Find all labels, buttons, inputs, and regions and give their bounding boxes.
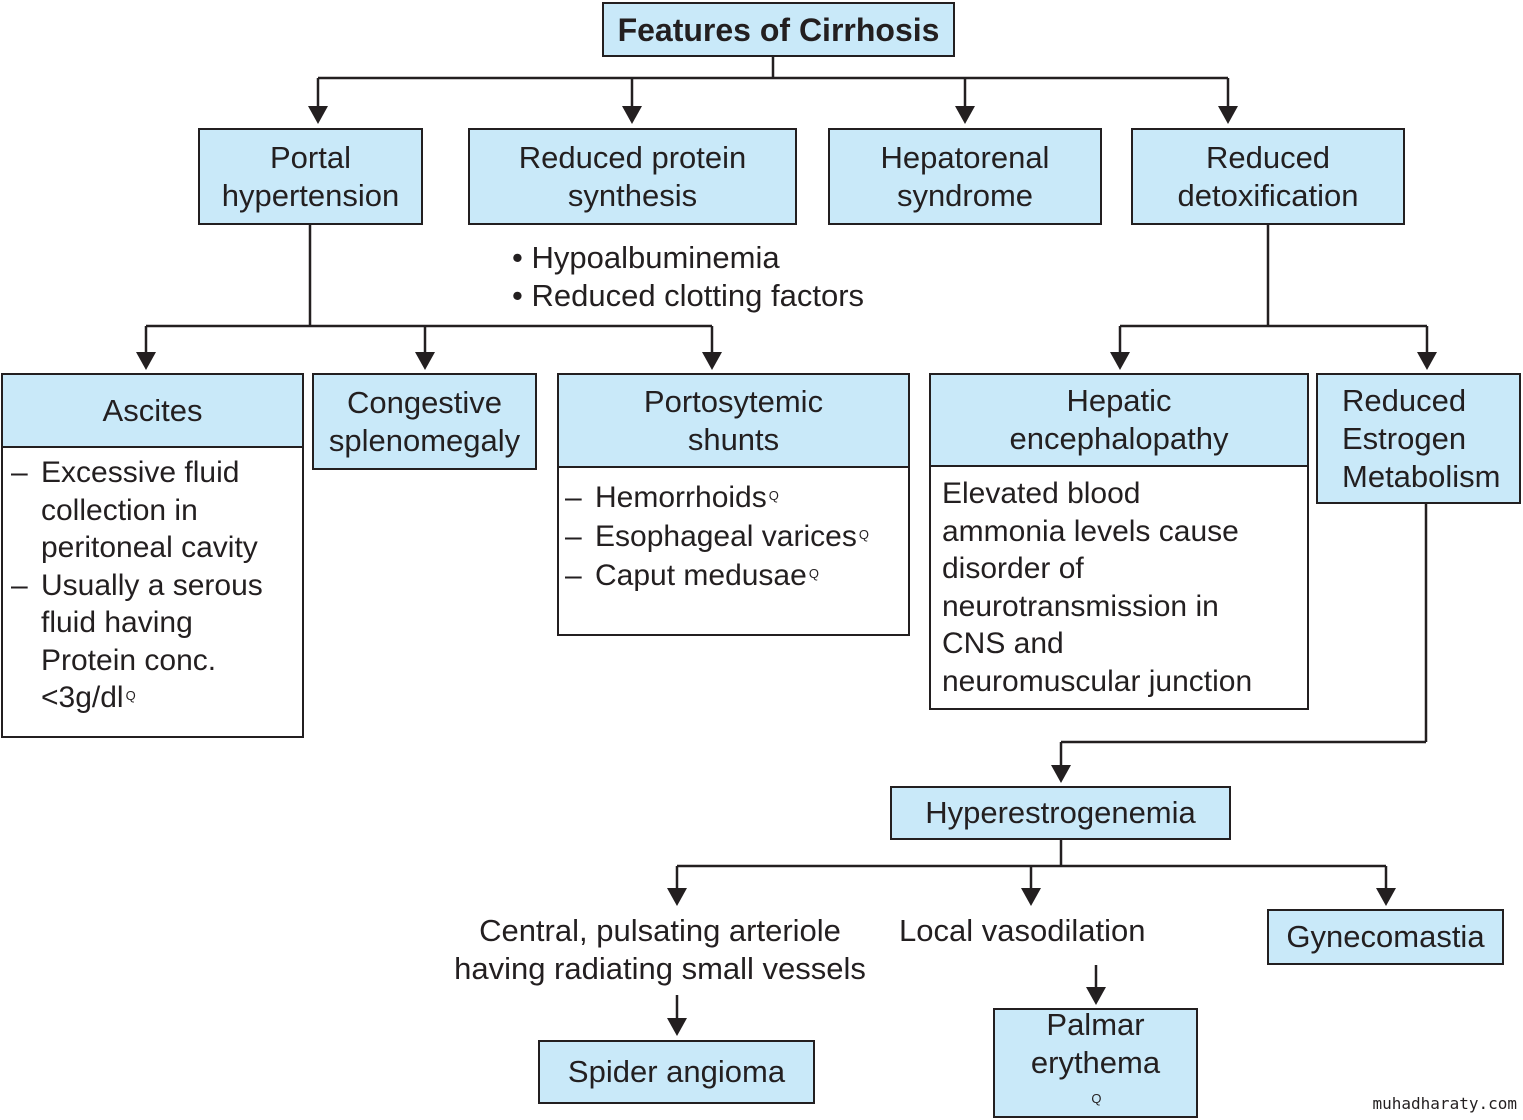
node-gynecomastia: Gynecomastia bbox=[1267, 909, 1504, 965]
dash-marker: – bbox=[11, 456, 28, 489]
item-line: peritoneal cavity bbox=[41, 531, 258, 564]
node-reduced-protein-synthesis: Reduced protein synthesis bbox=[468, 128, 797, 225]
bullet-item: • Reduced clotting factors bbox=[512, 278, 865, 313]
body-line: ammonia levels cause bbox=[942, 514, 1239, 548]
encephalopathy-header: Hepatic encephalopathy bbox=[931, 375, 1307, 467]
node-ascites: Ascites – Excessive fluid collection in … bbox=[1, 373, 304, 738]
text-line: Central, pulsating arteriole bbox=[479, 913, 841, 948]
node-label-line: detoxification bbox=[1177, 177, 1359, 213]
node-label-line: synthesis bbox=[567, 177, 698, 213]
node-label-text: erythema bbox=[1030, 1045, 1161, 1080]
body-line: Elevated blood bbox=[942, 477, 1141, 510]
body-line: disorder of bbox=[942, 552, 1084, 585]
node-label-line: Portal bbox=[270, 139, 351, 175]
node-label-line: Reduced protein bbox=[518, 139, 747, 175]
title-node: Features of Cirrhosis bbox=[602, 2, 955, 57]
node-portal-hypertension: Portal hypertension bbox=[198, 128, 423, 225]
node-label-line: Reduced bbox=[1342, 382, 1467, 418]
node-label-line: Metabolism bbox=[1342, 458, 1501, 494]
node-label-line: Estrogen bbox=[1342, 420, 1467, 456]
body-line: neurotransmission in bbox=[942, 589, 1219, 623]
portosystemic-header: Portosytemic shunts bbox=[559, 375, 908, 468]
dash-marker: – bbox=[565, 481, 582, 514]
item-text: Caput medusae bbox=[595, 559, 807, 592]
watermark: muhadharaty.com bbox=[1372, 1094, 1518, 1113]
node-label-line: Hepatorenal bbox=[880, 139, 1050, 175]
body-line: neuromuscular junction bbox=[942, 664, 1253, 698]
node-label: Hyperestrogenemia bbox=[925, 795, 1196, 830]
list-item: – Usually a serous fluid having Protein … bbox=[11, 567, 296, 717]
dash-marker: – bbox=[565, 559, 582, 592]
node-hepatorenal-syndrome: Hepatorenal syndrome bbox=[828, 128, 1102, 225]
node-label: Gynecomastia bbox=[1286, 919, 1485, 954]
node-label-line: Hepatic bbox=[1066, 383, 1172, 418]
node-label-line: syndrome bbox=[896, 177, 1034, 213]
text-line: Local vasodilation bbox=[899, 913, 1146, 948]
node-hyperestrogenemia: Hyperestrogenemia bbox=[890, 786, 1231, 840]
node-reduced-estrogen-metabolism: Reduced Estrogen Metabolism bbox=[1316, 373, 1521, 504]
node-label-line: Portosytemic bbox=[643, 383, 824, 419]
node-label-line: hypertension bbox=[221, 177, 400, 213]
bullet-item: • Hypoalbuminemia bbox=[512, 240, 780, 275]
node-label-line: Reduced bbox=[1205, 139, 1331, 175]
q-marker: Q bbox=[768, 488, 779, 503]
node-label: Spider angioma bbox=[567, 1054, 786, 1089]
q-marker: Q bbox=[1091, 1091, 1102, 1106]
list-item: – Excessive fluid collection in peritone… bbox=[11, 454, 296, 567]
item-text: Hemorrhoids bbox=[595, 481, 767, 514]
dash-marker: – bbox=[11, 568, 28, 602]
node-congestive-splenomegaly: Congestive splenomegaly bbox=[312, 373, 537, 470]
node-hepatic-encephalopathy: Hepatic encephalopathy Elevated blood am… bbox=[929, 373, 1309, 710]
protein-bullet-list: • Hypoalbuminemia • Reduced clotting fac… bbox=[512, 239, 864, 315]
q-marker: Q bbox=[808, 566, 819, 581]
diagram-title: Features of Cirrhosis bbox=[617, 11, 940, 48]
arteriole-description: Central, pulsating arteriole having radi… bbox=[434, 912, 886, 988]
node-label-line: shunts bbox=[687, 421, 780, 457]
item-line: fluid having bbox=[41, 606, 193, 639]
item-line: Excessive fluid bbox=[41, 456, 240, 489]
protein-threshold: <3g/dl bbox=[41, 681, 124, 714]
ascites-body: – Excessive fluid collection in peritone… bbox=[3, 448, 302, 717]
item-line: Usually a serous bbox=[41, 568, 263, 602]
q-marker: Q bbox=[858, 527, 869, 542]
ascites-header: Ascites bbox=[3, 375, 302, 448]
dash-marker: – bbox=[565, 520, 582, 553]
item-line: collection in bbox=[41, 493, 198, 527]
q-marker: Q bbox=[125, 688, 136, 703]
node-label-line: Palmar bbox=[1046, 1007, 1145, 1042]
node-reduced-detoxification: Reduced detoxification bbox=[1131, 128, 1405, 225]
item-line: Protein conc. bbox=[41, 643, 217, 677]
ascites-title: Ascites bbox=[102, 392, 203, 428]
text-line: having radiating small vessels bbox=[454, 951, 866, 986]
node-label-line: splenomegaly bbox=[328, 422, 521, 458]
node-spider-angioma: Spider angioma bbox=[538, 1040, 815, 1104]
node-label-line: Congestive bbox=[346, 384, 503, 420]
body-line: CNS and bbox=[942, 627, 1064, 660]
local-vasodilation-text: Local vasodilation bbox=[899, 912, 1145, 950]
item-text: Esophageal varices bbox=[595, 520, 857, 553]
node-label-line: encephalopathy bbox=[1009, 421, 1229, 456]
encephalopathy-body: Elevated blood ammonia levels cause diso… bbox=[931, 467, 1307, 700]
